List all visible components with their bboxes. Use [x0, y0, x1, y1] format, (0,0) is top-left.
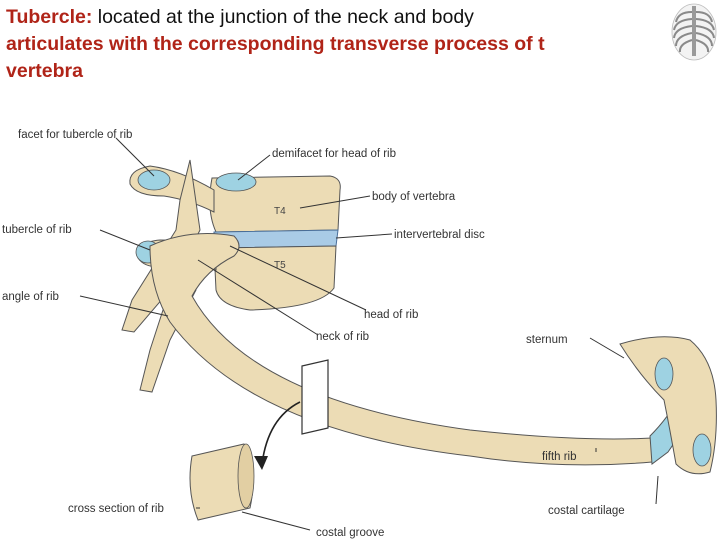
label-t4: T4 [274, 206, 286, 217]
fifth-rib [149, 233, 653, 466]
rib-cage-thumbnail [671, 3, 717, 61]
label-tubercle-rib: tubercle of rib [2, 224, 72, 236]
label-sternum: sternum [526, 334, 568, 346]
section-plane [301, 359, 329, 435]
header-line-1: Tubercle: located at the junction of the… [6, 4, 666, 31]
sternum-facet-lower [692, 433, 712, 467]
label-facet-tubercle: facet for tubercle of rib [18, 129, 132, 141]
label-costal-cartilage: costal cartilage [548, 505, 625, 517]
label-neck-rib: neck of rib [316, 331, 369, 343]
label-body-vertebra: body of vertebra [372, 191, 456, 203]
label-t5: T5 [274, 260, 286, 271]
section-arrow [261, 401, 301, 465]
rib-vertebra-diagram: T4 T5 facet for tubercle of rib demiface… [2, 129, 717, 539]
label-costal-groove: costal groove [316, 527, 384, 539]
sternum-facet-upper [654, 357, 674, 391]
section-arrowhead [254, 456, 268, 470]
facet-tubercle [137, 169, 171, 191]
sternum-shape [619, 336, 717, 475]
term-tubercle: Tubercle: [6, 6, 93, 28]
term-description: located at the junction of the neck and … [92, 6, 474, 28]
header-line-2: articulates with the corresponding trans… [6, 33, 545, 55]
label-intervertebral-disc: intervertebral disc [394, 229, 485, 241]
slide-header: Tubercle: located at the junction of the… [6, 4, 666, 85]
label-demifacet: demifacet for head of rib [272, 148, 396, 160]
rib-cross-section-face [237, 443, 255, 509]
label-head-rib: head of rib [364, 309, 418, 321]
label-cross-section: cross section of rib [68, 503, 164, 515]
label-angle-rib: angle of rib [2, 291, 59, 303]
header-line-3: vertebra [6, 60, 83, 82]
vertebra-t5-body [213, 245, 337, 311]
demifacet-t4 [215, 172, 257, 192]
label-fifth-rib: fifth rib [542, 451, 577, 463]
